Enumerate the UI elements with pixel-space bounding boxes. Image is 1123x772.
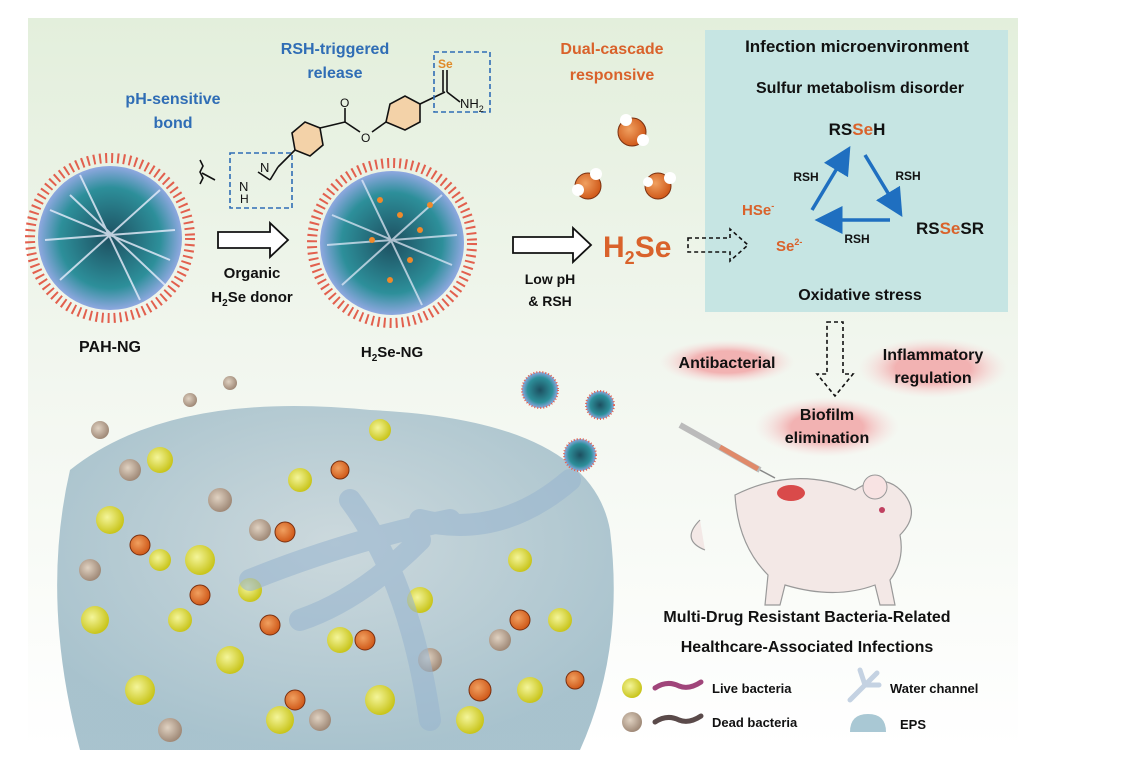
se2-label: Se2- (776, 237, 802, 255)
caption-line-1: Multi-Drug Resistant Bacteria-Related (663, 609, 950, 626)
hse-label: HSe- (742, 201, 774, 219)
antibacterial-bubble (659, 340, 795, 384)
rsh-label-bottom: RSH (844, 232, 869, 246)
legend-live-bacteria: Live bacteria (712, 681, 792, 696)
infection-box (705, 30, 1008, 312)
rsh-triggered-label: RSH-triggered (281, 41, 389, 58)
chem-n1: N (239, 179, 248, 194)
infection-subtitle: Sulfur metabolism disorder (756, 80, 964, 97)
rsseh-label: RSSeH (829, 120, 886, 139)
h2se-ng-label: H2Se-NG (361, 344, 423, 364)
inflammatory-bubble (858, 338, 1008, 398)
h2se-label: H2Se (603, 231, 671, 268)
rsh-triggered-box (433, 51, 491, 113)
and-rsh-label: & RSH (528, 293, 572, 309)
oxidative-stress: Oxidative stress (798, 287, 922, 304)
rsh-label-right: RSH (895, 169, 920, 183)
water-channel-icon (847, 667, 882, 703)
rsh-triggered-label-2: release (307, 65, 362, 82)
syringe-icon (678, 422, 776, 479)
biofilm-label-2: elimination (785, 430, 869, 447)
infection-title: Infection microenvironment (745, 37, 969, 56)
chem-h: H (240, 192, 249, 206)
arrow-right-icon-2 (512, 225, 593, 265)
chem-n2: N (260, 160, 269, 175)
h2se-donor-label: H2Se donor (211, 289, 293, 309)
chem-o-carbonyl: O (340, 96, 349, 110)
biofilm-label: Biofilm (800, 407, 854, 424)
caption-line-2: Healthcare-Associated Infections (681, 639, 934, 656)
dashed-arrow-right-icon (687, 227, 750, 263)
legend-water-channel: Water channel (890, 681, 978, 696)
low-ph-label: Low pH (525, 271, 576, 287)
inflammatory-label: Inflammatory (883, 347, 984, 364)
arrow-hse-to-rsseh (810, 145, 851, 211)
organic-label: Organic (224, 265, 281, 282)
rsh-label-left: RSH (793, 170, 818, 184)
rssesr-label: RSSeSR (916, 219, 984, 238)
arrow-rsseh-to-rssesr (863, 154, 903, 217)
pah-ng-nanogel (25, 153, 195, 323)
ph-sensitive-label: pH-sensitive (125, 91, 220, 108)
dual-cascade-label: Dual-cascade (560, 41, 663, 58)
dual-cascade-label-2: responsive (570, 67, 655, 84)
biofilm-illustration (57, 371, 615, 750)
inflammatory-label-2: regulation (894, 370, 971, 387)
legend-dead-bacteria: Dead bacteria (712, 715, 798, 730)
pah-ng-label: PAH-NG (79, 339, 141, 356)
ph-sensitive-bond-box (229, 152, 293, 209)
dead-bacteria-rod-icon (652, 713, 704, 725)
eps-icon (850, 714, 886, 732)
live-bacteria-icon (622, 678, 642, 698)
antibacterial-label: Antibacterial (679, 355, 776, 372)
chem-o-ester: O (361, 131, 370, 145)
legend-eps: EPS (900, 717, 926, 732)
arrow-right-icon (217, 220, 290, 260)
dead-bacteria-icon (622, 712, 642, 732)
chem-se: Se (438, 57, 453, 71)
ph-sensitive-label-2: bond (153, 115, 192, 132)
h2se-molecule-icon (572, 114, 676, 200)
mouse-icon (690, 474, 912, 606)
dashed-arrow-down-icon (815, 321, 855, 398)
h2se-ng-nanogel (307, 158, 477, 328)
biofilm-bubble (755, 397, 899, 457)
live-bacteria-rod-icon (652, 679, 704, 691)
h2se-donor-structure (199, 70, 461, 185)
chem-nh2: NH2 (460, 96, 484, 114)
